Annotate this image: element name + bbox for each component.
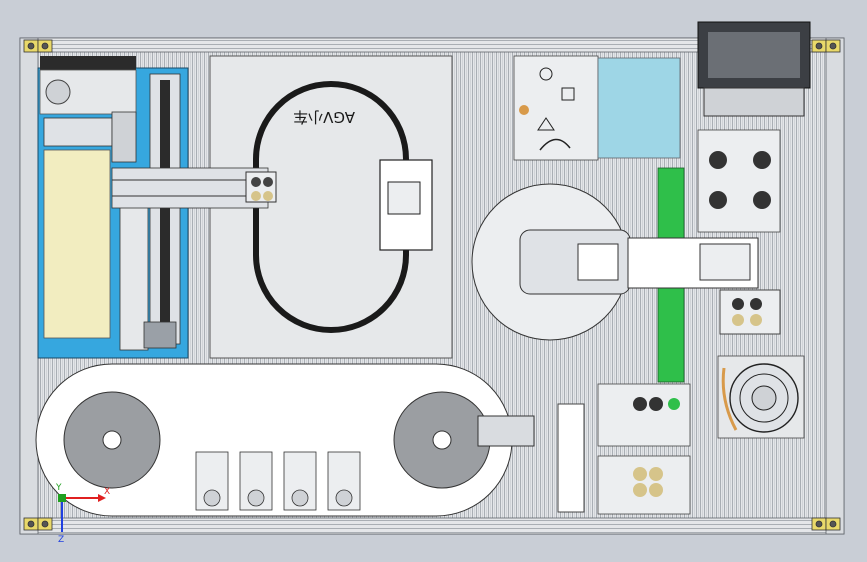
loop-conveyor [35,363,535,517]
symbol-panel [513,55,599,161]
wave-symbol-icon [539,138,571,151]
axis-y-label: Y [55,483,62,493]
agv-track-label: AGV小车 [293,108,355,126]
parts-board [697,129,781,335]
triangle-symbol-icon [537,117,555,131]
robot-arm [471,183,759,341]
bowl-feeder [717,355,805,439]
corner-feet [23,39,841,531]
axis-x-label: X [104,487,110,497]
teal-panel [597,57,681,159]
square-symbol-icon [561,87,575,101]
controller-board [37,56,189,359]
touch-screen [697,21,811,117]
fixture-row [195,451,361,511]
assembly-stations [557,383,691,515]
axis-z-label: Z [58,535,64,545]
circle-symbol-icon [539,67,553,81]
coordinate-axes [58,494,106,532]
transfer-gripper [111,167,277,209]
